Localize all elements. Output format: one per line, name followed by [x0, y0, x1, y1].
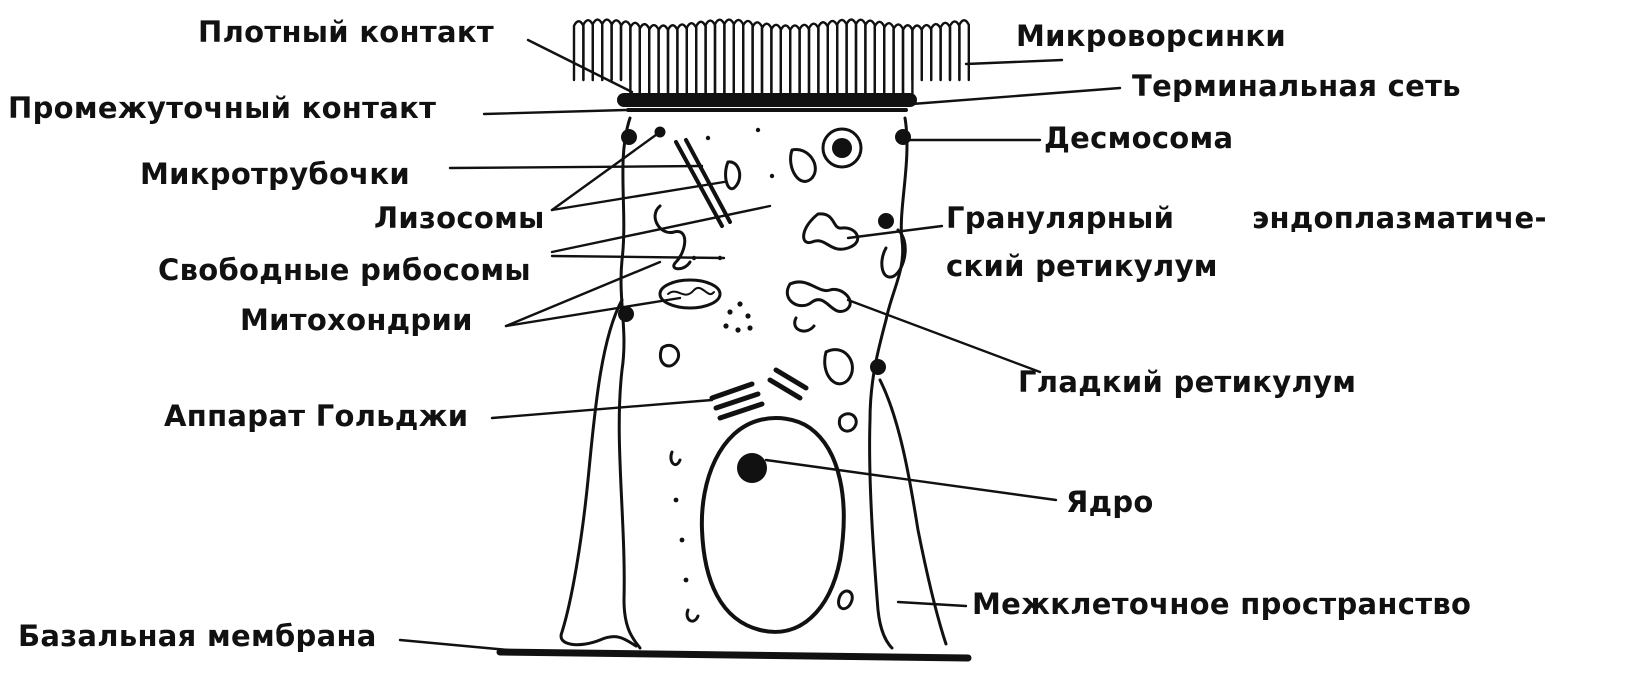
- microvillus: [922, 25, 931, 80]
- label-mitochondria: Митохондрии: [240, 306, 473, 335]
- microvillus: [602, 20, 611, 80]
- label-free-ribosomes: Свободные рибосомы: [158, 256, 531, 285]
- microvillus: [734, 20, 743, 94]
- label-granular-er-word2: эндоплазматиче-: [1252, 204, 1547, 233]
- smooth-er: [787, 282, 850, 312]
- microvillus: [762, 24, 771, 94]
- microvillus: [931, 24, 940, 80]
- label-granular-er-word1: Гранулярный: [946, 204, 1174, 233]
- microvillus: [790, 25, 799, 94]
- label-golgi: Аппарат Гольджи: [164, 402, 468, 431]
- microvillus: [696, 22, 705, 94]
- nucleus: [702, 418, 844, 632]
- microvillus: [894, 24, 903, 94]
- microvillus: [847, 20, 856, 94]
- microvillus: [630, 23, 639, 94]
- microvillus: [612, 20, 621, 80]
- microvillus: [593, 20, 602, 80]
- label-tight-junction: Плотный контакт: [198, 18, 494, 47]
- microvillus: [574, 21, 583, 80]
- microvillus: [715, 20, 724, 94]
- desmosome-right: [895, 129, 911, 145]
- microvillus: [875, 22, 884, 94]
- desmosome-mid-right: [878, 213, 894, 229]
- microvillus: [621, 21, 630, 80]
- microvillus: [668, 25, 677, 94]
- desmosome-low-right: [870, 359, 886, 375]
- cell-outline: [619, 118, 907, 648]
- microvillus: [941, 23, 950, 80]
- golgi-apparatus: [712, 370, 806, 418]
- label-smooth-er: Гладкий ретикулум: [1018, 368, 1356, 397]
- microvillus: [809, 24, 818, 94]
- microvillus: [912, 25, 921, 80]
- microvillus: [865, 21, 874, 94]
- microvillus: [837, 20, 846, 94]
- microvillus: [724, 20, 733, 94]
- microvillus: [950, 21, 959, 80]
- label-desmosome: Десмосома: [1044, 124, 1233, 153]
- label-microvilli: Микроворсинки: [1016, 22, 1286, 51]
- microvillus: [800, 25, 809, 94]
- label-nucleus: Ядро: [1066, 488, 1154, 517]
- microvillus: [659, 25, 668, 94]
- microvillus: [903, 25, 912, 94]
- label-intercellular-space: Межклеточное пространство: [972, 590, 1471, 619]
- microvillus: [959, 20, 968, 80]
- microvillus: [771, 25, 780, 94]
- microvillus: [706, 21, 715, 94]
- microvillus: [856, 20, 865, 94]
- microvillus: [649, 25, 658, 94]
- microvillus: [677, 24, 686, 94]
- basal-membrane: [500, 652, 968, 658]
- microvillus: [781, 25, 790, 94]
- microvillus: [753, 22, 762, 94]
- leader-lines: [400, 40, 1120, 650]
- label-terminal-web: Терминальная сеть: [1132, 72, 1461, 101]
- microvillus: [640, 24, 649, 94]
- microvillus: [818, 22, 827, 94]
- granular-er: [804, 214, 858, 249]
- label-lysosomes: Лизосомы: [374, 204, 545, 233]
- label-basal-membrane: Базальная мембрана: [18, 622, 377, 651]
- microvilli: [574, 20, 969, 94]
- label-intermediate-junction: Промежуточный контакт: [8, 94, 436, 123]
- label-microtubules: Микротрубочки: [140, 160, 410, 189]
- microvillus: [743, 21, 752, 94]
- microvillus: [828, 21, 837, 94]
- microvillus: [687, 23, 696, 94]
- nucleolus: [737, 453, 767, 483]
- label-granular-er-line2: ский ретикулум: [946, 252, 1218, 281]
- microvillus: [884, 23, 893, 94]
- desmosome-left: [621, 129, 637, 145]
